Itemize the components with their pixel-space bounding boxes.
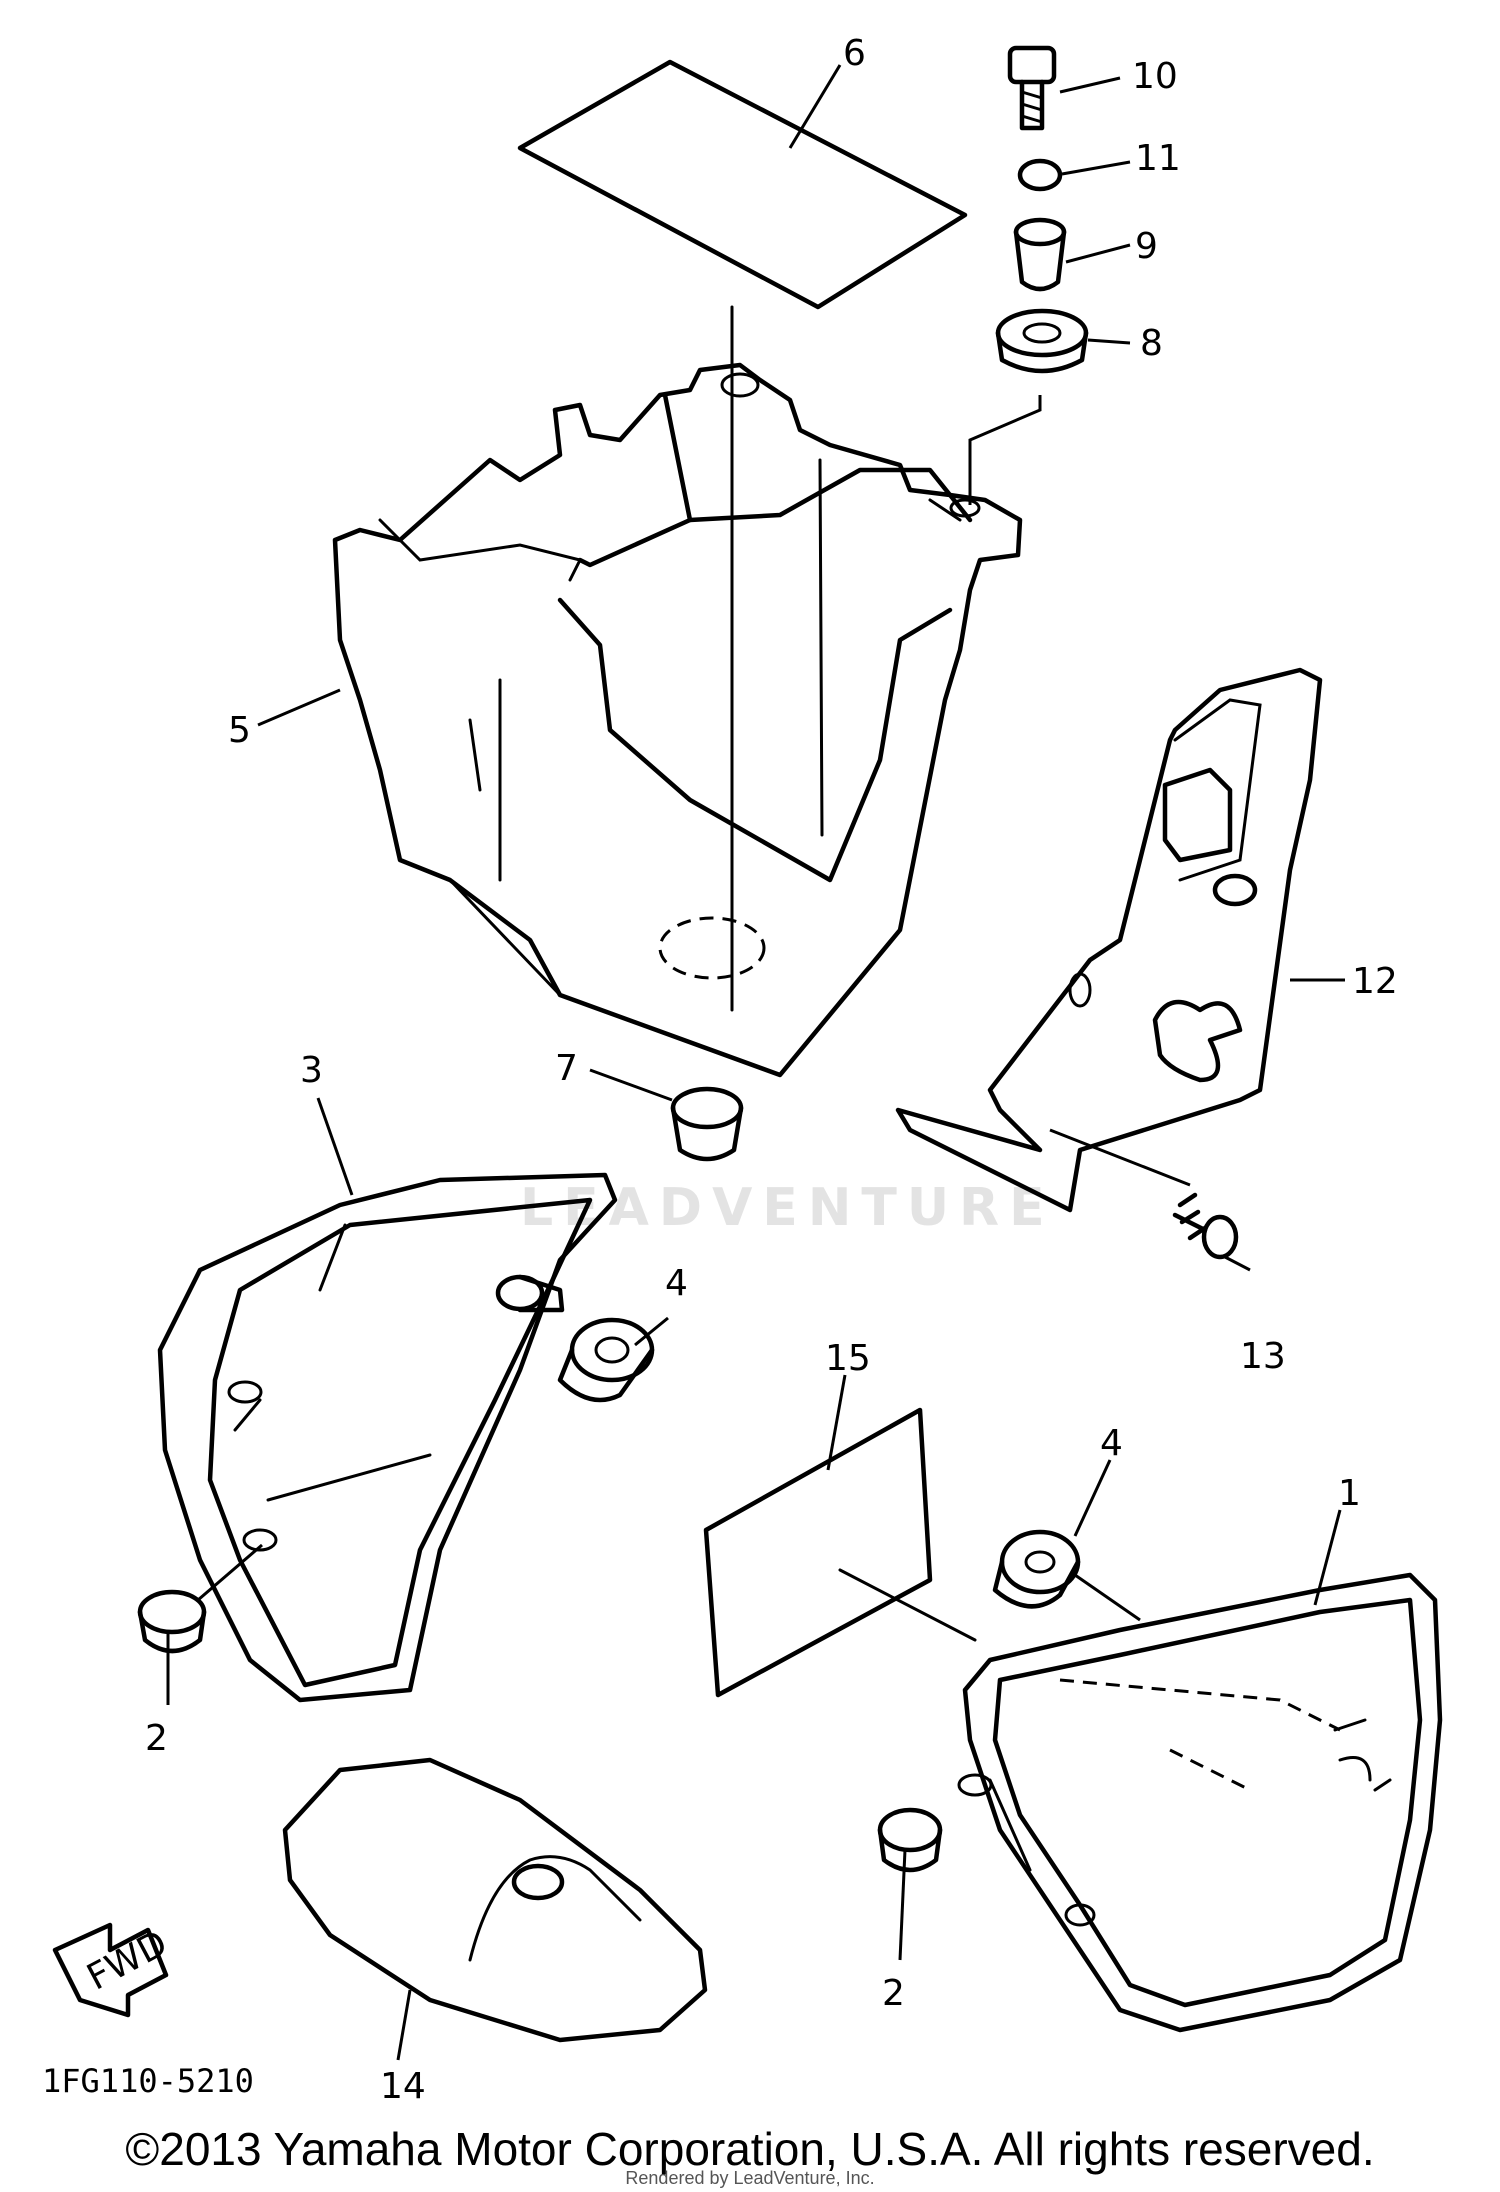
callout-10: 10 [1132, 56, 1178, 97]
callout-4-right: 4 [1100, 1423, 1123, 1464]
part-4-grommet-right [992, 1529, 1081, 1609]
fwd-arrow-icon: FWD [52, 1922, 174, 2018]
part-7-grommet [670, 1086, 744, 1162]
leader-13 [1049, 1128, 1191, 1187]
leader-4b [1074, 1573, 1141, 1622]
callout-12: 12 [1352, 961, 1398, 1002]
part-14-cover [282, 1757, 708, 2043]
part-5-battery-box [332, 362, 1023, 1078]
callout-labels: 6 10 11 9 8 5 7 12 3 4 13 15 4 1 2 2 14 … [42, 33, 1398, 2107]
part-2-grommet-left [137, 1589, 207, 1654]
callout-2-left: 2 [145, 1718, 168, 1759]
part-12-bracket [895, 667, 1323, 1213]
part-9-collar [1013, 217, 1067, 292]
callout-14: 14 [380, 2066, 426, 2107]
callout-3: 3 [300, 1050, 323, 1091]
callout-5: 5 [228, 710, 251, 751]
callout-15: 15 [825, 1338, 871, 1379]
callout-11: 11 [1135, 138, 1181, 179]
callout-7: 7 [555, 1048, 578, 1089]
callout-1: 1 [1338, 1473, 1361, 1514]
part-11-washer [1017, 158, 1063, 192]
part-10-bolt [1007, 45, 1057, 131]
watermark-text: LEADVENTURE [520, 1178, 1055, 1238]
part-6-battery-pad [517, 59, 968, 1012]
leader-2a [197, 1543, 263, 1602]
callout-8: 8 [1140, 323, 1163, 364]
leader-mount [968, 395, 1042, 505]
callout-4-left: 4 [665, 1263, 688, 1304]
part-4-grommet-left [557, 1317, 655, 1403]
copyright-text: ©2013 Yamaha Motor Corporation, U.S.A. A… [125, 2123, 1375, 2175]
part-13-screw [1172, 1192, 1239, 1260]
callout-9: 9 [1135, 226, 1158, 267]
part-15-emblem [703, 1407, 977, 1698]
callout-2-right: 2 [882, 1973, 905, 2014]
callout-6: 6 [843, 33, 866, 74]
drawing-code: 1FG110-5210 [42, 2062, 254, 2100]
rendered-by-text: Rendered by LeadVenture, Inc. [625, 2168, 875, 2188]
part-8-grommet [995, 308, 1089, 374]
leader-lines [166, 64, 1345, 2061]
part-1-right-side-cover [957, 1572, 1443, 2033]
callout-13: 13 [1240, 1336, 1286, 1377]
part-2-grommet-right [877, 1807, 943, 1873]
part-3-left-side-cover [157, 1172, 618, 1703]
